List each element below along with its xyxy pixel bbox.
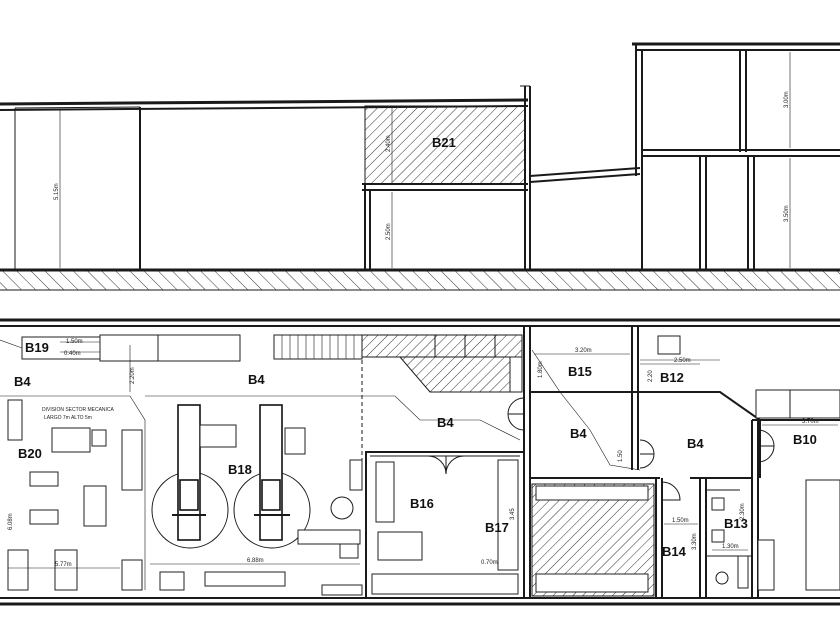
stair (281, 335, 355, 359)
dim-b10-w: 3.70m (802, 419, 819, 425)
room-b21-area (364, 105, 526, 185)
dim-b19-h: 0.40m (64, 351, 81, 357)
section-elevation: 5.15m 2.50m 2.40m 3.00m 3.50m B21 (0, 42, 840, 291)
room-label-b10: B10 (793, 432, 817, 447)
room-label-b20: B20 (18, 446, 42, 461)
dim-b12-h: 2.20 (648, 370, 654, 382)
room-label-b4-right: B4 (687, 436, 704, 451)
dim-b18-w: 6.88m (247, 558, 264, 564)
machine-right (233, 404, 311, 549)
dim-b15-w: 3.20m (575, 348, 592, 354)
room-label-b4-mid: B4 (437, 415, 454, 430)
room-label-b4-b15: B4 (570, 426, 587, 441)
room-label-b17: B17 (485, 520, 509, 535)
dim-b14-h: 3.30m (692, 533, 698, 550)
dim-b17-h: 3.45 (510, 508, 516, 520)
room-label-b19: B19 (25, 340, 49, 355)
room-label-b14: B14 (662, 544, 687, 559)
dim-section-h2: 2.50m (386, 223, 392, 240)
dim-section-h5: 3.50m (784, 205, 790, 222)
room-label-b16: B16 (410, 496, 434, 511)
dim-b15-h: 1.80m (538, 361, 544, 378)
floor-plan (0, 318, 840, 606)
note-b20-line2: LARGO 7m ALTO 5m (44, 415, 92, 421)
dim-section-h3: 2.40m (386, 135, 392, 152)
note-b20-line1: DIVISION SECTOR MECANICA (42, 407, 115, 413)
room-label-b12: B12 (660, 370, 684, 385)
room-label-b13: B13 (724, 516, 748, 531)
dim-b17-w: 0.70m (481, 560, 498, 566)
dim-b4-h: 2.20m (130, 367, 136, 384)
dim-b20-w: 5.77m (55, 562, 72, 568)
room-label-b21: B21 (432, 135, 456, 150)
ground-hatch (0, 270, 840, 290)
dim-b13-w: 1.30m (722, 544, 739, 550)
room-label-b18: B18 (228, 462, 252, 477)
dim-section-h1: 5.15m (54, 183, 60, 200)
room-label-b4-center: B4 (248, 372, 265, 387)
dim-b12-w: 2.50m (674, 358, 691, 364)
room-label-b15: B15 (568, 364, 592, 379)
room-label-b4-left: B4 (14, 374, 31, 389)
dim-b14-w: 1.50m (672, 518, 689, 524)
dim-b4b-h: 1.50 (618, 450, 624, 462)
dim-section-h4: 3.00m (784, 91, 790, 108)
machine-left (151, 404, 237, 549)
dim-b20-h: 6.08m (8, 513, 14, 530)
dim-b13-h: 2.30m (740, 503, 746, 520)
dim-b19-w: 1.50m (66, 339, 83, 345)
